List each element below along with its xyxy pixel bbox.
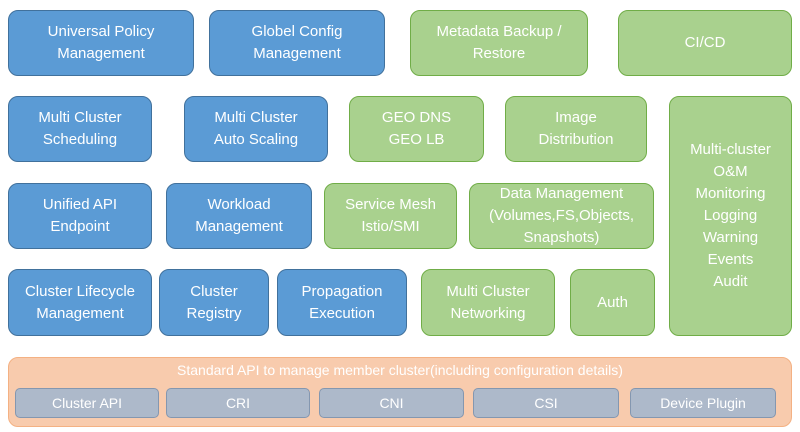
cicd-box: CI/CD [618, 10, 792, 76]
image-distribution-box: Image Distribution [505, 96, 647, 162]
geo-dns-lb-box: GEO DNS GEO LB [349, 96, 484, 162]
cluster-lifecycle-management-box: Cluster Lifecycle Management [8, 269, 152, 336]
multi-cluster-om-box: Multi-cluster O&M Monitoring Logging War… [669, 96, 792, 336]
standard-api-title: Standard API to manage member cluster(in… [177, 362, 623, 378]
csi-box: CSI [473, 388, 619, 418]
device-plugin-box: Device Plugin [630, 388, 776, 418]
data-management-box: Data Management (Volumes,FS,Objects, Sna… [469, 183, 654, 249]
auth-box: Auth [570, 269, 655, 336]
cni-box: CNI [319, 388, 464, 418]
service-mesh-box: Service Mesh Istio/SMI [324, 183, 457, 249]
cri-box: CRI [166, 388, 310, 418]
propagation-execution-box: Propagation Execution [277, 269, 407, 336]
unified-api-endpoint-box: Unified API Endpoint [8, 183, 152, 249]
multi-cluster-scheduling-box: Multi Cluster Scheduling [8, 96, 152, 162]
universal-policy-management-box: Universal Policy Management [8, 10, 194, 76]
globel-config-management-box: Globel Config Management [209, 10, 385, 76]
metadata-backup-restore-box: Metadata Backup / Restore [410, 10, 588, 76]
cluster-api-box: Cluster API [15, 388, 159, 418]
multi-cluster-auto-scaling-box: Multi Cluster Auto Scaling [184, 96, 328, 162]
workload-management-box: Workload Management [166, 183, 312, 249]
cluster-registry-box: Cluster Registry [159, 269, 269, 336]
multi-cluster-networking-box: Multi Cluster Networking [421, 269, 555, 336]
